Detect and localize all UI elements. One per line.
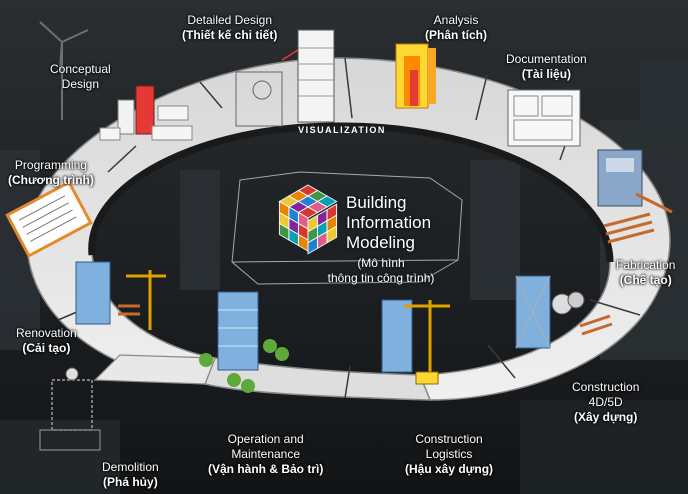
center-subtitle-line: thông tin công trình) [327, 271, 435, 285]
stage-label-vi: (Cải tạo) [22, 341, 71, 355]
stage-label-vi: (Vận hành & Bảo trì) [208, 462, 324, 476]
stage-label-en: Design [61, 77, 100, 91]
city-silhouette [0, 60, 688, 494]
stage-label-en: Programming [14, 158, 87, 172]
documentation-icon [507, 89, 581, 147]
analysis-icon [395, 43, 436, 109]
stage-label-conceptual: Conceptual Design [50, 62, 111, 92]
renovation-icon [75, 261, 166, 330]
stage-label-en: Renovation [16, 326, 77, 340]
stage-label-fabrication: Fabrication (Chế tạo) [616, 258, 675, 288]
conceptual-model-icon [99, 85, 193, 141]
stage-label-renovation: Renovation (Cải tạo) [16, 326, 77, 356]
bim-cube-icon [278, 184, 338, 255]
stage-label-demolition: Demolition (Phá hủy) [102, 460, 159, 490]
stage-label-en: Conceptual [50, 62, 111, 76]
stage-label-construction: Construction 4D/5D (Xây dựng) [572, 380, 639, 425]
wind-turbine-icon [39, 21, 89, 120]
stage-label-documentation: Documentation (Tài liệu) [506, 52, 587, 82]
stage-label-en: Demolition [102, 460, 159, 474]
center-title-line: Modeling [346, 233, 415, 252]
stage-label-vi: (Thiết kế chi tiết) [182, 28, 278, 42]
stage-label-en: Maintenance [231, 447, 301, 461]
stage-label-vi: (Tài liệu) [521, 67, 572, 81]
center-subtitle: (Mô hình thông tin công trình) [306, 256, 456, 286]
stage-label-en: Analysis [433, 13, 479, 27]
stage-label-operation-maintenance: Operation and Maintenance (Vận hành & Bả… [208, 432, 323, 477]
demolition-icon [39, 367, 101, 451]
center-title-line: Building [346, 193, 407, 212]
center-title-line: Information [346, 213, 432, 232]
stage-label-en: Construction [572, 380, 640, 394]
stage-label-construction-logistics: Construction Logistics (Hậu xây dựng) [405, 432, 493, 477]
stage-label-programming: Programming (Chương trình) [8, 158, 94, 188]
detailed-design-icon [235, 29, 335, 127]
stage-label-vi: (Hậu xây dựng) [405, 462, 494, 476]
center-title: Building Information Modeling [346, 193, 431, 253]
stage-label-vi: (Phá hủy) [103, 475, 158, 489]
stage-label-en: Fabrication [616, 258, 676, 272]
center-subtitle-line: (Mô hình [357, 256, 405, 270]
visualization-label: VISUALIZATION [298, 125, 386, 135]
bim-cube-facet [326, 225, 338, 244]
stage-label-en: Documentation [506, 52, 587, 66]
stage-label-en: Construction [415, 432, 483, 446]
fabrication-icon [597, 149, 673, 244]
logistics-icon [381, 299, 450, 385]
building-outline [231, 171, 463, 285]
programming-clipboard-icon [5, 180, 93, 258]
stage-label-detailed-design: Detailed Design (Thiết kế chi tiết) [182, 13, 277, 43]
stage-label-en: 4D/5D [588, 395, 623, 409]
stage-label-vi: (Phân tích) [425, 28, 487, 42]
construction-icon [515, 275, 613, 349]
stage-label-en: Operation and [227, 432, 304, 446]
stage-label-vi: (Chương trình) [8, 173, 94, 187]
stage-label-vi: (Chế tạo) [619, 273, 672, 287]
stage-label-en: Detailed Design [187, 13, 273, 27]
stage-label-en: Logistics [425, 447, 473, 461]
operation-icon [199, 291, 289, 393]
stage-label-vi: (Xây dựng) [574, 410, 638, 424]
stage-label-analysis: Analysis (Phân tích) [425, 13, 487, 43]
